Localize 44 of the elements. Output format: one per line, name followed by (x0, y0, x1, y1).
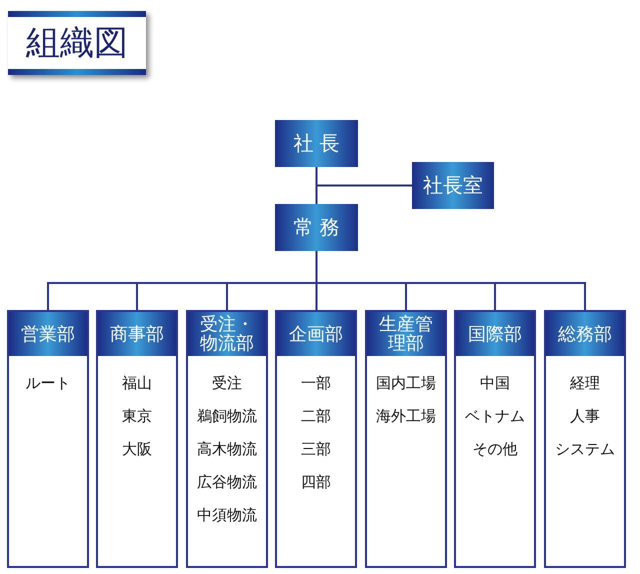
section-label: 国内工場 (375, 373, 437, 393)
section-label: 四部 (300, 472, 332, 492)
section-label: 中須物流 (196, 505, 258, 525)
position-box (275, 120, 358, 167)
section-label: 鵜飼物流 (196, 406, 258, 426)
section-label: 人事 (569, 406, 601, 426)
section-label: システム (554, 439, 616, 459)
section-label: 一部 (300, 373, 332, 393)
position-label: 社 長 (293, 130, 340, 157)
section-label: その他 (472, 439, 518, 459)
section-label: ルート (24, 373, 72, 393)
section-label: 高木物流 (196, 439, 258, 459)
section-label: 経理 (569, 373, 601, 393)
page-title: 組織図 (8, 11, 146, 75)
section-label: 中国 (479, 373, 511, 393)
position-label: 社長室 (423, 172, 483, 199)
department-column (275, 310, 357, 568)
connector-line (316, 251, 586, 310)
section-label: 大阪 (121, 439, 153, 459)
section-label: 二部 (300, 406, 332, 426)
position-box (412, 162, 494, 209)
section-label: 東京 (121, 406, 153, 426)
section-label: 福山 (121, 373, 153, 393)
department-column (365, 310, 447, 568)
department-column (454, 310, 536, 568)
column-header: 企画部 (277, 312, 355, 356)
connector-line (316, 167, 412, 186)
section-label: 三部 (300, 439, 332, 459)
column-header: 商事部 (98, 312, 176, 356)
position-box (275, 204, 358, 251)
department-column (186, 310, 268, 568)
section-label: 受注 (211, 373, 243, 393)
column-header: 総務部 (546, 312, 624, 356)
department-column (96, 310, 178, 568)
column-header: 生産管理部 (367, 312, 445, 356)
column-header: 国際部 (456, 312, 534, 356)
department-column (7, 310, 89, 568)
section-label: 広谷物流 (196, 472, 258, 492)
position-label: 常 務 (293, 214, 340, 241)
column-header: 受注・物流部 (188, 312, 266, 356)
department-column (544, 310, 626, 568)
column-header: 営業部 (9, 312, 87, 356)
section-label: ベトナム (464, 406, 526, 426)
section-label: 海外工場 (375, 406, 437, 426)
